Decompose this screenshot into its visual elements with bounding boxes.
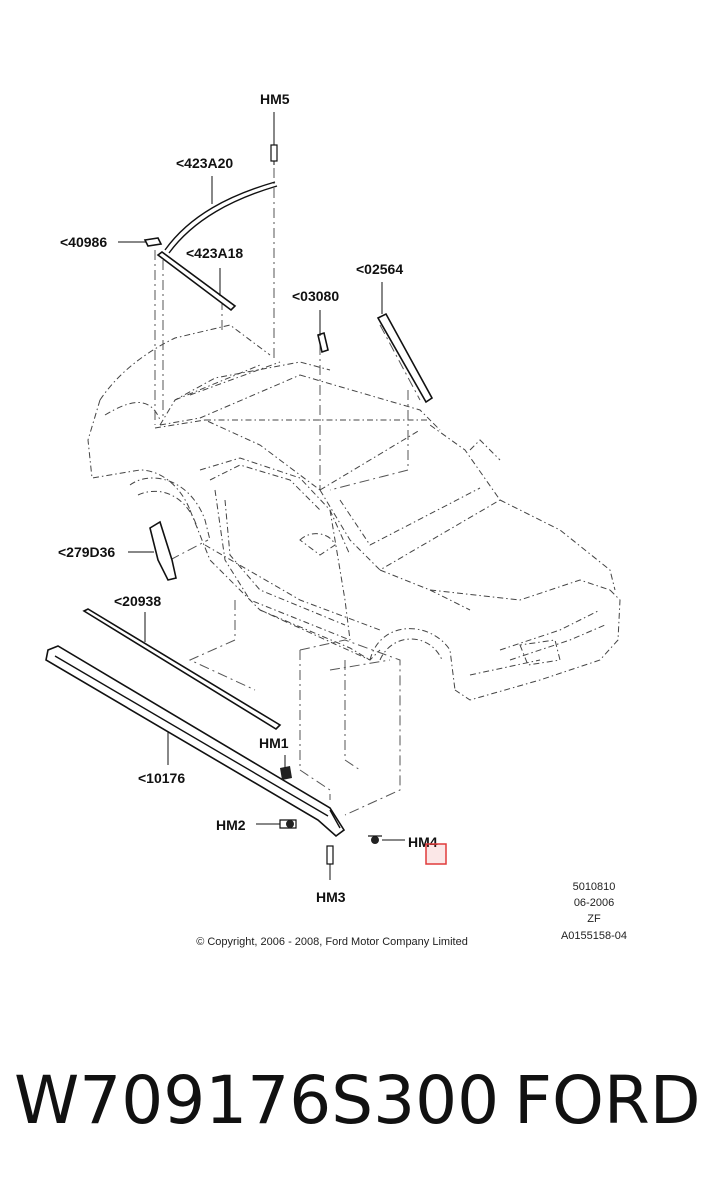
part-279d36-applique bbox=[149, 520, 177, 581]
hm1-clip-icon bbox=[280, 766, 292, 780]
callout-hm1: HM1 bbox=[259, 735, 289, 751]
info-line-1: 5010810 bbox=[573, 881, 616, 893]
callout-20938: <20938 bbox=[114, 593, 161, 609]
callout-labels: HM5 <423A20 <40986 <423A18 <02564 <03080… bbox=[58, 91, 438, 905]
callout-hm2: HM2 bbox=[216, 817, 246, 833]
part-03080 bbox=[317, 331, 329, 354]
highlight-marker bbox=[425, 843, 447, 865]
parts-diagram: HM5 <423A20 <40986 <423A18 <02564 <03080… bbox=[45, 91, 627, 948]
hm2-screw-icon bbox=[279, 819, 297, 829]
callout-hm3: HM3 bbox=[316, 889, 346, 905]
leader-lines bbox=[118, 112, 405, 841]
brand-caption: FORD bbox=[514, 1062, 701, 1139]
projection-lines bbox=[154, 168, 421, 816]
hm3-stud-icon bbox=[326, 845, 334, 880]
part-10176-rocker bbox=[45, 645, 346, 838]
part-423a20-molding bbox=[164, 181, 276, 251]
callout-423a20: <423A20 bbox=[176, 155, 233, 171]
info-line-2: 06-2006 bbox=[574, 897, 614, 909]
callout-02564: <02564 bbox=[356, 261, 403, 277]
hm4-clip-icon bbox=[368, 835, 382, 844]
part-20938-molding bbox=[82, 608, 282, 731]
part-number-caption: W709176S300 bbox=[14, 1062, 500, 1139]
callout-10176: <10176 bbox=[138, 770, 185, 786]
callout-40986: <40986 bbox=[60, 234, 107, 250]
copyright-text: © Copyright, 2006 - 2008, Ford Motor Com… bbox=[196, 936, 468, 948]
callout-hm5: HM5 bbox=[260, 91, 290, 107]
callout-03080: <03080 bbox=[292, 288, 339, 304]
info-line-3: ZF bbox=[587, 913, 601, 925]
hm5-stud-icon bbox=[270, 140, 278, 165]
part-423a18-strip bbox=[156, 251, 237, 312]
callout-423a18: <423A18 bbox=[186, 245, 243, 261]
car-outline bbox=[87, 324, 621, 701]
parts bbox=[45, 140, 434, 880]
info-line-4: A0155158-04 bbox=[561, 930, 627, 942]
callout-hm4: HM4 bbox=[408, 834, 438, 850]
drawing-info: 5010810 06-2006 ZF A0155158-04 bbox=[561, 881, 627, 942]
part-02564-pillar bbox=[376, 312, 434, 404]
callout-279d36: <279D36 bbox=[58, 544, 115, 560]
part-40986-clip bbox=[143, 237, 163, 247]
